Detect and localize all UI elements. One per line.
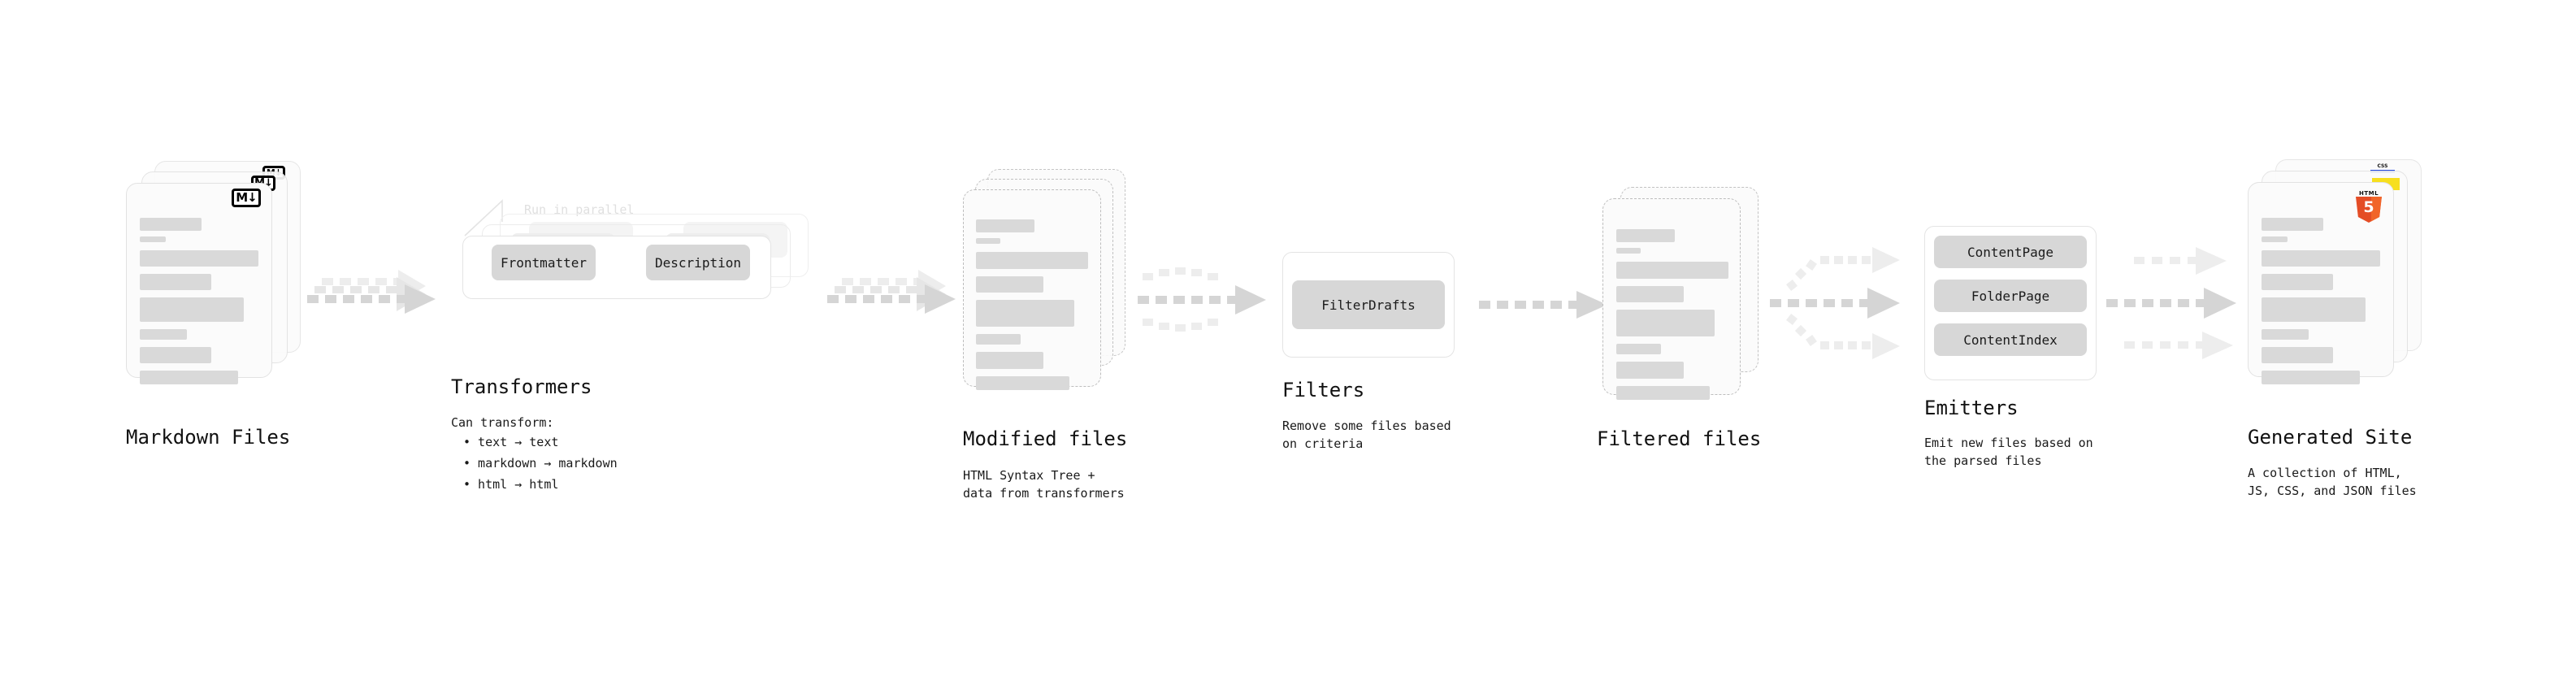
stage-title-filtered-files: Filtered files — [1597, 427, 1762, 450]
filter-chip-label: FilterDrafts — [1321, 297, 1416, 313]
emitter-chip-label: ContentPage — [1967, 244, 2053, 260]
skeleton-bar — [2262, 371, 2361, 384]
skeleton-bar — [1616, 386, 1710, 400]
emitter-chip-contentpage[interactable]: ContentPage — [1934, 236, 2087, 268]
skeleton-bar — [976, 219, 1034, 232]
skeleton-bar — [2262, 347, 2333, 363]
filtered-skeleton — [1616, 229, 1728, 407]
transformers-bullet-2: • html → html — [463, 477, 559, 492]
transformer-chip-description[interactable]: Description — [646, 245, 750, 280]
skeleton-bar — [1616, 286, 1684, 302]
markdown-badge-text: M↓ — [236, 190, 257, 205]
stage-title-modified-files: Modified files — [963, 427, 1128, 450]
arrow-filters-to-filtered — [1479, 291, 1607, 319]
stage-title-filters: Filters — [1282, 379, 1365, 401]
stage-title-generated-site: Generated Site — [2248, 426, 2413, 449]
skeleton-bar — [976, 238, 1001, 244]
generated-site-skeleton — [2262, 218, 2380, 392]
skeleton-bar — [2262, 297, 2366, 322]
arrow-transformers-to-modified — [827, 270, 956, 314]
stage-title-transformers: Transformers — [451, 375, 592, 398]
emitter-chip-label: FolderPage — [1971, 288, 2050, 304]
skeleton-bar — [1616, 344, 1662, 354]
skeleton-bar — [976, 276, 1043, 293]
skeleton-bar — [140, 250, 258, 267]
skeleton-bar — [140, 236, 167, 242]
skeleton-bar — [140, 218, 202, 231]
transformer-chip-frontmatter[interactable]: Frontmatter — [492, 245, 596, 280]
emitter-chip-folderpage[interactable]: FolderPage — [1934, 280, 2087, 312]
skeleton-bar — [140, 347, 211, 363]
skeleton-bar — [2262, 329, 2309, 340]
stage-subtitle-filters: Remove some files based on criteria — [1282, 419, 1451, 451]
markdown-skeleton — [140, 218, 258, 392]
filter-chip-filterdrafts[interactable]: FilterDrafts — [1292, 280, 1445, 329]
stage-subtitle-generated-site: A collection of HTML, JS, CSS, and JSON … — [2248, 466, 2417, 498]
stage-subtitle-transformers: Can transform: — [451, 415, 554, 430]
run-in-parallel-note: Run in parallel — [524, 202, 635, 217]
skeleton-bar — [140, 297, 245, 322]
html5-badge: HTML — [2355, 190, 2383, 223]
skeleton-bar — [2262, 250, 2380, 267]
skeleton-bar — [2262, 218, 2323, 231]
skeleton-bar — [2262, 274, 2333, 290]
modified-skeleton — [976, 219, 1088, 397]
transformers-bullet-0: • text → text — [463, 435, 559, 449]
run-in-parallel-leader-line — [464, 199, 503, 236]
emitter-chip-contentindex[interactable]: ContentIndex — [1934, 323, 2087, 356]
arrow-modified-to-filters — [1138, 267, 1266, 332]
stage-subtitle-emitters: Emit new files based on the parsed files — [1924, 436, 2093, 468]
skeleton-bar — [1616, 310, 1715, 336]
markdown-badge-front: M↓ — [232, 189, 261, 207]
emitter-chip-label: ContentIndex — [1963, 332, 2058, 348]
skeleton-bar — [140, 371, 239, 384]
skeleton-bar — [976, 300, 1075, 327]
arrow-markdown-to-transformers — [307, 270, 436, 314]
skeleton-bar — [1616, 362, 1684, 379]
transformer-chip-label: Frontmatter — [501, 254, 587, 271]
html5-badge-label: HTML — [2358, 190, 2379, 197]
skeleton-bar — [1616, 262, 1728, 279]
transformers-bullet-1: • markdown → markdown — [463, 456, 618, 471]
skeleton-bar — [976, 252, 1088, 269]
skeleton-bar — [1616, 229, 1675, 242]
skeleton-bar — [1616, 248, 1641, 254]
stage-subtitle-modified-files: HTML Syntax Tree + data from transformer… — [963, 468, 1125, 501]
transformer-chip-label: Description — [655, 254, 741, 271]
skeleton-bar — [140, 274, 211, 290]
skeleton-bar — [976, 352, 1043, 369]
skeleton-bar — [976, 334, 1021, 345]
skeleton-bar — [2262, 236, 2288, 242]
arrow-emitters-to-site — [2106, 247, 2236, 359]
stage-title-markdown-files: Markdown Files — [126, 426, 291, 449]
skeleton-bar — [140, 329, 188, 340]
stage-title-emitters: Emitters — [1924, 397, 2019, 419]
arrow-filtered-to-emitters-fanout — [1770, 247, 1900, 359]
skeleton-bar — [976, 376, 1069, 390]
css-badge-label: CSS — [2377, 163, 2388, 169]
